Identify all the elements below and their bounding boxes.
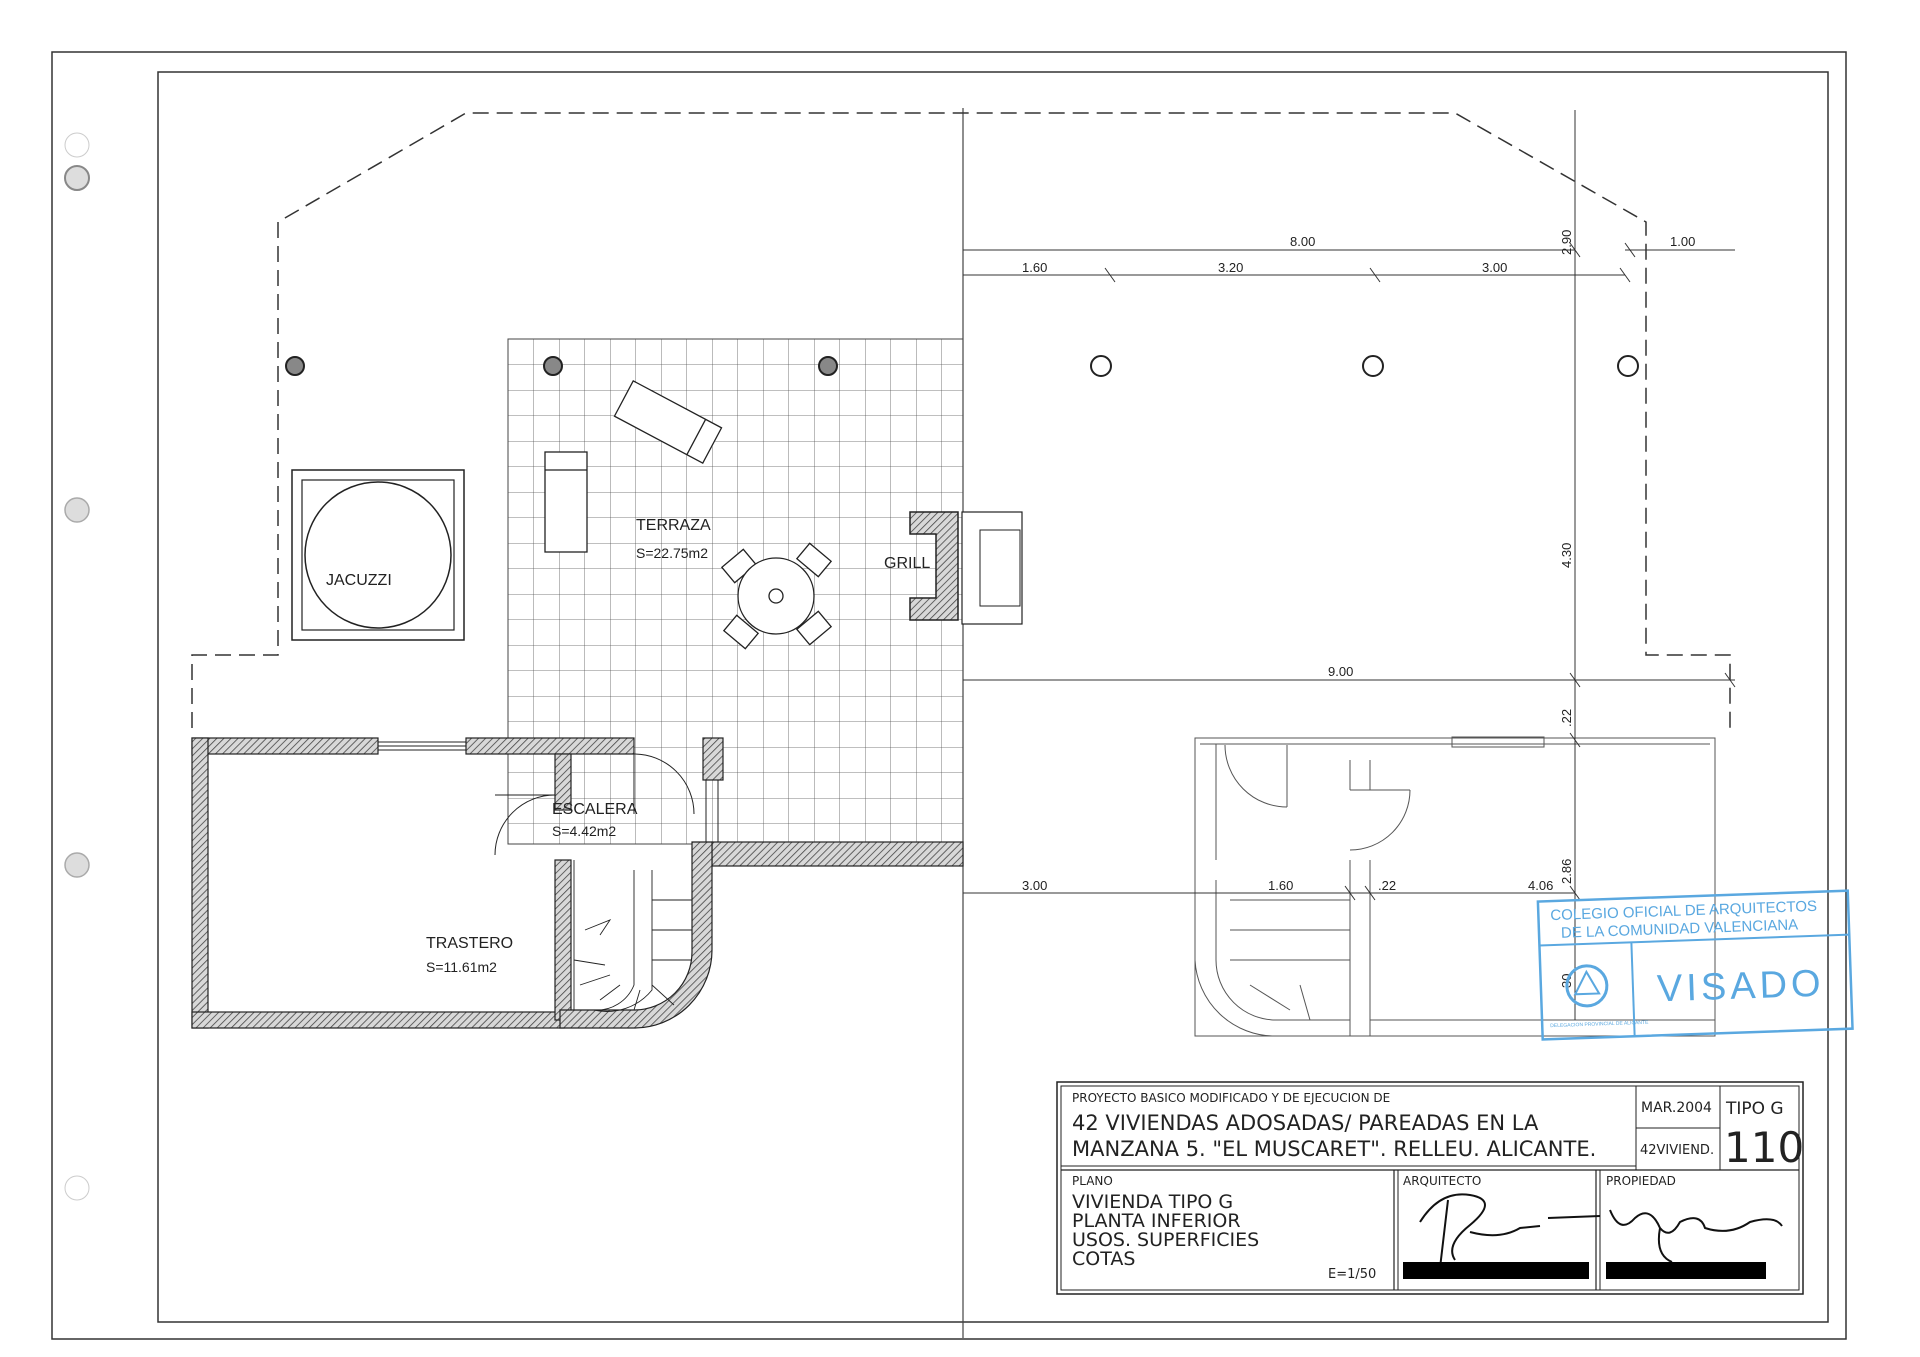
tipo: TIPO G [1725,1099,1784,1119]
roof-outline [191,112,1731,728]
project-line1: 42 VIVIENDAS ADOSADAS/ PAREADAS EN LA [1072,1111,1539,1135]
project-small: PROYECTO BASICO MODIFICADO Y DE EJECUCIO… [1072,1091,1390,1105]
visado-stamp: COLEGIO OFICIAL DE ARQUITECTOS DE LA COM… [1536,889,1854,1041]
outer-border [51,51,1847,1340]
label-terraza: TERRAZA [636,517,711,534]
spiral-staircase-left [573,860,692,1012]
stamp-visado: VISADO [1656,963,1825,1011]
propiedad-label: PROPIEDAD [1606,1174,1676,1188]
dimension-lines [963,110,1736,1020]
inner-border [157,71,1829,1323]
windows [377,741,719,843]
grill [909,511,1023,625]
title-block [1056,1081,1804,1295]
dim-top-total: 8.00 [1290,234,1315,249]
columns [285,355,1639,377]
date: MAR.2004 [1641,1100,1712,1116]
dim-right-overhang: 1.00 [1670,234,1695,249]
table-and-chairs [720,542,833,650]
arquitecto-label: ARQUITECTO [1403,1174,1481,1188]
punch-holes [64,132,90,1201]
signature-arquitecto [1419,1193,1541,1269]
plano-line2: PLANTA INFERIOR [1072,1210,1241,1232]
label-trastero: TRASTERO [426,935,513,952]
walls-left [191,737,964,1029]
dim-low-a: 3.00 [1022,878,1047,893]
dim-top-c: 3.00 [1482,260,1507,275]
dim-low-c: .22 [1378,878,1396,893]
label-escalera-area: S=4.42m2 [552,823,616,839]
signature-propiedad [1547,1209,1783,1263]
label-escalera: ESCALERA [552,801,638,818]
sheet-number: 110 [1724,1123,1804,1172]
scale: E=1/50 [1328,1267,1376,1282]
label-terraza-area: S=22.75m2 [636,545,708,561]
plano-label: PLANO [1072,1174,1113,1188]
stamp-seal-icon [1565,964,1609,1008]
dim-vert-low: 2.86 [1559,859,1574,884]
dim-top-b: 3.20 [1218,260,1243,275]
label-trastero-area: S=11.61m2 [426,959,497,975]
plano-line4: COTAS [1072,1248,1135,1270]
redaction-propiedad [1606,1262,1766,1279]
dim-low-d: 4.06 [1528,878,1553,893]
dim-top-a: 1.60 [1022,260,1047,275]
dim-low-b: 1.60 [1268,878,1293,893]
project-line2: MANZANA 5. "EL MUSCARET". RELLEU. ALICAN… [1072,1137,1596,1161]
redaction-arquitecto [1403,1262,1589,1279]
terraza-grid [507,338,964,845]
dim-vert-small: .22 [1559,709,1574,727]
stamp-seal-text: DELEGACION PROVINCIAL DE ALICANTE [1550,1020,1649,1029]
plano-line1: VIVIENDA TIPO G [1072,1191,1233,1213]
label-grill: GRILL [884,555,930,572]
dim-mid-total: 9.00 [1328,664,1353,679]
dim-vert-top: 2.90 [1559,230,1574,255]
plano-line3: USOS. SUPERFICIES [1072,1229,1259,1251]
jacuzzi [291,469,465,641]
sun-loungers [544,379,723,553]
label-jacuzzi: JACUZZI [326,572,392,589]
project-code: 42VIVIEND. [1640,1143,1714,1158]
dim-vert-mid: 4.30 [1559,543,1574,568]
doors [494,753,695,856]
